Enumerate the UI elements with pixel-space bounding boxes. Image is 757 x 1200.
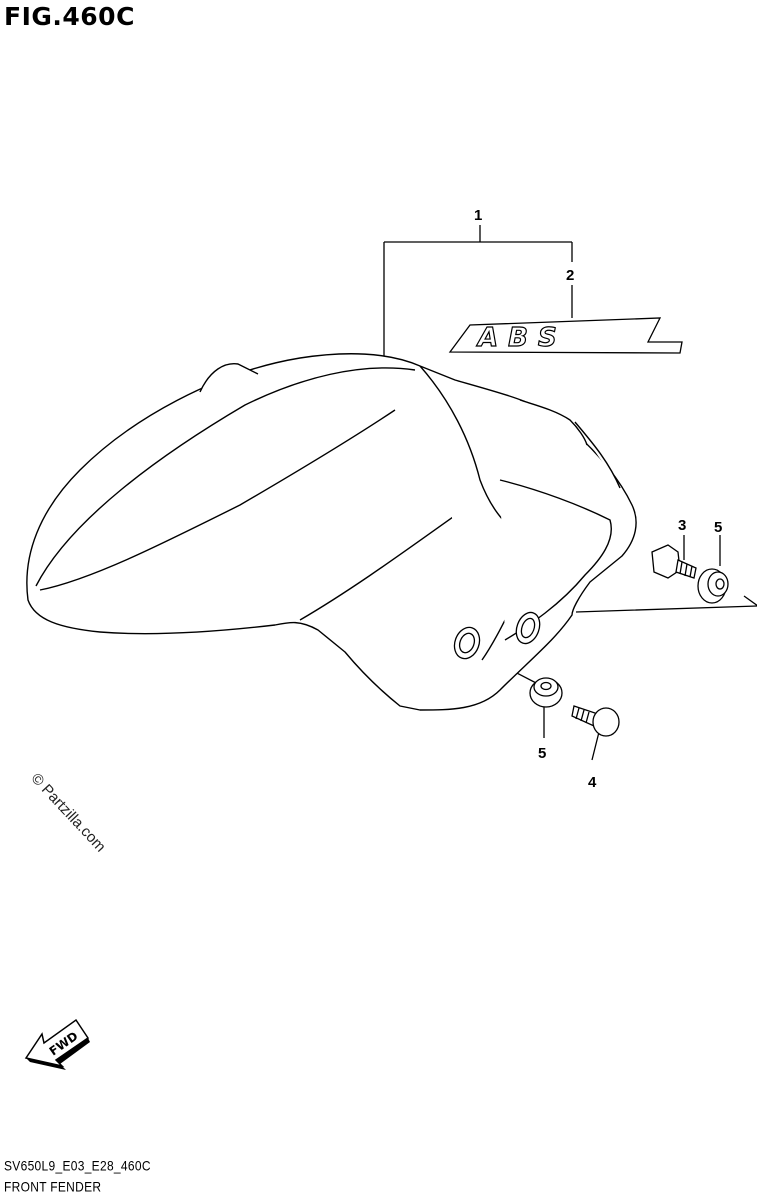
fwd-arrow-shadow [26,1038,90,1070]
callout-3: 3 [678,517,686,534]
screw-4-thread [575,707,590,724]
front-fender [26,353,637,711]
fender-holes [453,611,541,660]
abs-emblem: ABS [448,317,683,354]
abs-emblem-text: ABS [476,323,567,353]
callout-labels: 1 2 3 5 5 4 [474,207,722,791]
fender-rear-tab [519,399,588,446]
section-name: FRONT FENDER [4,1179,102,1196]
fwd-arrow-shape [24,1018,90,1068]
grommet-part-5-lower [529,677,563,708]
callout-2: 2 [566,267,574,284]
fender-notch [574,421,621,489]
callout-5-lower: 5 [538,745,546,762]
bolt-3-head [651,544,681,579]
leader-callout-1 [383,225,573,356]
screw-4-head [592,707,620,737]
grommet-part-5-right [697,568,729,604]
fender-crown-ridge [35,367,416,587]
screw-part-4 [571,705,620,737]
fender-inner-line [39,409,396,591]
callout-4: 4 [588,774,597,791]
callout-5-right: 5 [714,519,722,536]
callout-1: 1 [474,207,482,224]
figure-title: FIG.460C [4,2,135,31]
bolt-3-thread [679,561,693,578]
bolt-part-3 [651,544,697,579]
forward-direction-arrow: FWD [24,1018,90,1070]
fender-top-fin [199,363,259,393]
leader-right-fasteners [575,595,757,613]
fender-mount-panel [499,479,612,641]
fender-side-crease [299,504,471,621]
abs-emblem-plate [448,317,683,354]
fender-hole-rear-inner [520,617,536,639]
fender-hole-front-inner [458,632,476,654]
drawing-code: SV650L9_E03_E28_460C [4,1158,151,1175]
